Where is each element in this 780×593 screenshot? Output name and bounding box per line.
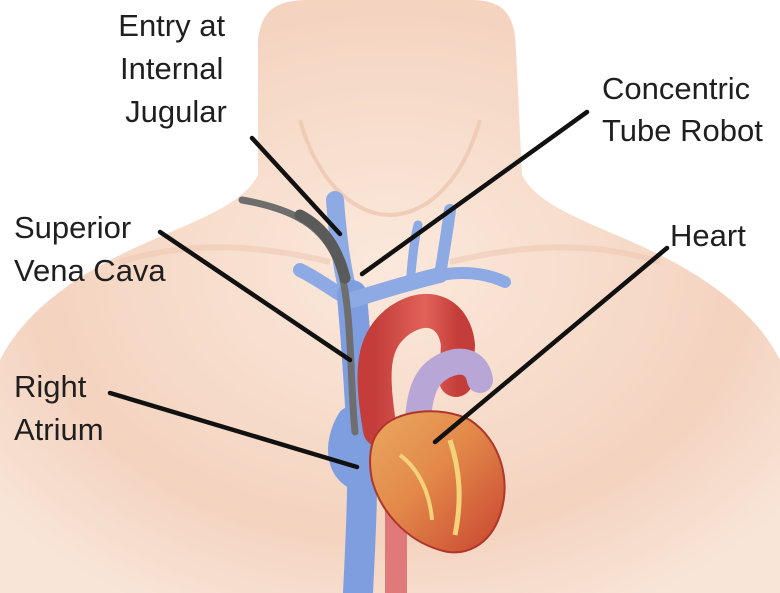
- label-atrium-line-1: Right: [14, 369, 87, 404]
- label-svc-line-1: Superior: [14, 210, 131, 245]
- label-robot-line-2: Tube Robot: [602, 113, 763, 148]
- label-heart-line-1: Heart: [670, 218, 746, 253]
- label-robot: Concentric Tube Robot: [602, 71, 763, 148]
- label-entry-line-1: Entry at: [118, 8, 225, 43]
- label-heart: Heart: [670, 218, 746, 253]
- label-atrium-line-2: Atrium: [14, 412, 104, 447]
- label-entry-line-3: Jugular: [125, 94, 227, 129]
- label-entry-line-2: Internal: [120, 51, 223, 86]
- label-entry: Entry at Internal Jugular: [118, 8, 233, 129]
- label-robot-line-1: Concentric: [602, 71, 750, 106]
- label-svc-line-2: Vena Cava: [14, 253, 166, 288]
